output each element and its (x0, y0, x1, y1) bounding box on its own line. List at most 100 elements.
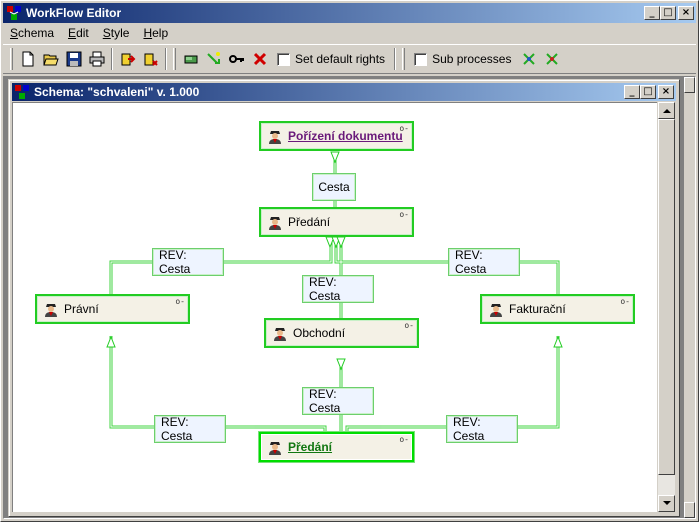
save-icon (66, 51, 81, 67)
add-node-button[interactable] (179, 48, 202, 70)
scroll-thumb[interactable] (658, 119, 675, 475)
rights-key-icon (228, 55, 244, 63)
toolbar-separator (165, 48, 167, 70)
edge-label-rev-left-top[interactable]: REV: Cesta (152, 248, 224, 276)
node-label: Předání (288, 215, 331, 229)
person-icon (490, 304, 502, 317)
new-button[interactable] (16, 48, 39, 70)
sub-processes-box[interactable] (414, 52, 428, 66)
mdi-vertical-scrollbar[interactable] (684, 77, 695, 518)
toolbar-grip[interactable] (173, 48, 176, 70)
edge-label-rev-mid-bottom[interactable]: REV: Cesta (302, 387, 374, 415)
save-button[interactable] (62, 48, 85, 70)
diagram-canvas[interactable]: Cesta REV: Cesta REV: Cesta REV: Cesta R… (12, 102, 657, 512)
new-icon (22, 51, 33, 67)
person-icon (274, 328, 286, 341)
menu-edit[interactable]: Edit (68, 25, 89, 40)
vertical-scrollbar[interactable] (658, 102, 675, 512)
subprocess-collapse-button[interactable] (540, 48, 563, 70)
edge-label-rev-mid-top[interactable]: REV: Cesta (302, 275, 374, 303)
scroll-up-button[interactable] (658, 102, 675, 119)
add-node-icon (184, 55, 197, 64)
node-pravni[interactable]: Právní o- (35, 294, 190, 324)
edge-label-rev-right-top[interactable]: REV: Cesta (448, 248, 520, 276)
toolbar-grip[interactable] (402, 48, 406, 70)
key-icon: o- (399, 210, 409, 219)
sub-processes-checkbox[interactable]: Sub processes (414, 52, 511, 66)
menu-bar: Schema Edit Style Help (3, 23, 696, 42)
schema-icon (14, 84, 30, 100)
rights-key-button[interactable] (225, 48, 248, 70)
child-minimize-button[interactable]: _ (624, 85, 640, 99)
key-icon: o- (620, 297, 630, 306)
delete-button[interactable] (248, 48, 271, 70)
app-icon (6, 5, 22, 21)
add-edge-icon (206, 52, 220, 64)
arrow-head (106, 335, 116, 348)
subprocess-collapse-icon (546, 53, 558, 65)
edge-label-rev-right-bottom[interactable]: REV: Cesta (446, 415, 518, 443)
subprocess-expand-button[interactable] (517, 48, 540, 70)
node-label: Pořízení dokumentu (288, 129, 403, 143)
node-label: Právní (64, 302, 99, 316)
scroll-down-button[interactable] (658, 495, 675, 512)
node-porizeni-dokumentu[interactable]: Pořízení dokumentu o- (259, 121, 414, 151)
node-label: Fakturační (509, 302, 566, 316)
print-icon (89, 51, 104, 67)
import-icon (144, 53, 158, 66)
arrow-head (553, 335, 563, 348)
node-predani-end[interactable]: Předání o- (259, 432, 414, 462)
child-maximize-button[interactable]: □ (640, 85, 656, 99)
minimize-button[interactable]: _ (644, 6, 660, 20)
node-label: Předání (288, 440, 333, 454)
menu-style[interactable]: Style (102, 25, 130, 40)
key-icon: o- (399, 124, 409, 133)
person-icon (269, 131, 281, 144)
print-button[interactable] (85, 48, 108, 70)
child-close-button[interactable]: × (658, 85, 674, 99)
key-icon: o- (175, 297, 185, 306)
open-button[interactable] (39, 48, 62, 70)
title-bar[interactable]: WorkFlow Editor _ □ × (3, 3, 696, 23)
edge-label-cesta[interactable]: Cesta (312, 173, 356, 201)
open-icon (42, 54, 59, 66)
mdi-scroll-up-button[interactable] (684, 77, 695, 93)
edge-label-rev-left-bottom[interactable]: REV: Cesta (154, 415, 226, 443)
key-icon: o- (399, 435, 409, 444)
schema-child-window: Schema: "schvaleni" v. 1.000 _ □ × (8, 79, 680, 517)
toolbar-separator (111, 48, 113, 70)
child-window-title: Schema: "schvaleni" v. 1.000 (34, 85, 200, 99)
scroll-up-icon (662, 109, 671, 113)
export-button[interactable] (116, 48, 139, 70)
sub-processes-label: Sub processes (432, 52, 512, 66)
maximize-button[interactable]: □ (660, 6, 676, 20)
set-default-rights-checkbox[interactable]: Set default rights (277, 52, 385, 66)
node-fakturacni[interactable]: Fakturační o- (480, 294, 635, 324)
child-title-bar[interactable]: Schema: "schvaleni" v. 1.000 _ □ × (12, 83, 676, 101)
node-predani[interactable]: Předání o- (259, 207, 414, 237)
arrow-head (336, 236, 346, 249)
person-icon (269, 217, 281, 230)
mdi-scroll-down-button[interactable] (684, 502, 695, 518)
toolbar-separator (394, 48, 397, 70)
menu-schema[interactable]: Schema (10, 25, 55, 40)
add-edge-button[interactable] (202, 48, 225, 70)
scroll-down-icon (662, 501, 671, 505)
key-icon: o- (404, 321, 414, 330)
set-default-rights-box[interactable] (277, 52, 290, 66)
person-icon (45, 304, 57, 317)
node-obchodni[interactable]: Obchodní o- (264, 318, 419, 348)
close-button[interactable]: × (678, 6, 694, 20)
toolbar-grip[interactable] (10, 48, 13, 70)
set-default-rights-label: Set default rights (295, 52, 386, 66)
window-title: WorkFlow Editor (26, 6, 122, 20)
delete-icon (253, 52, 266, 66)
arrow-head (330, 151, 340, 164)
person-icon (269, 442, 281, 455)
menu-help[interactable]: Help (143, 25, 169, 40)
subprocess-expand-icon (523, 53, 535, 65)
arrow-head (336, 358, 346, 371)
import-button[interactable] (139, 48, 162, 70)
export-icon (121, 53, 135, 66)
